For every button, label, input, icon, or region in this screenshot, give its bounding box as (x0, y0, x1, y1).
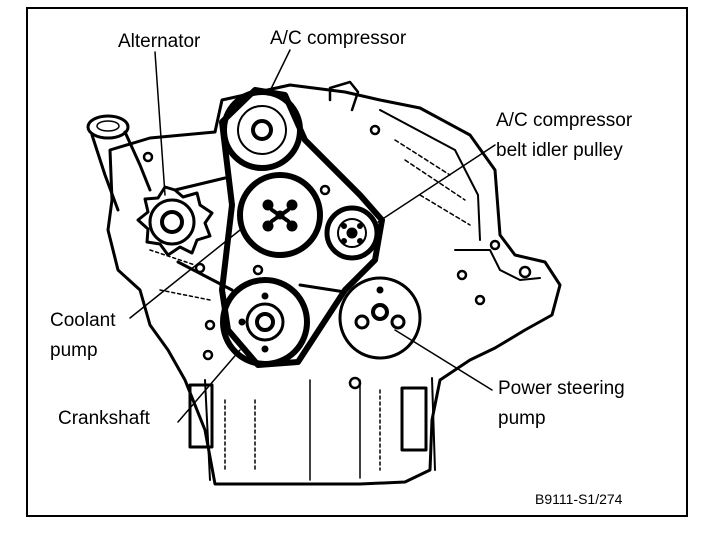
crankshaft-pulley (220, 277, 310, 367)
leader-alternator (154, 51, 166, 196)
leader-idler (377, 144, 496, 223)
belt-inner-line (173, 176, 347, 294)
label-coolant-line2: pump (50, 340, 98, 361)
label-alternator: Alternator (118, 31, 201, 52)
oil-pan-left-rib (188, 383, 214, 449)
leader-ac-compressor (267, 49, 291, 96)
oil-pan-right-rib (400, 386, 428, 452)
label-power-steering-line2: pump (498, 408, 546, 429)
label-idler-line2: belt idler pulley (496, 140, 623, 161)
alternator-pulley (136, 185, 214, 257)
power-steering-pulley (338, 276, 422, 360)
block-bolts (142, 124, 532, 390)
label-power-steering-line1: Power steering (498, 378, 625, 399)
oil-filler-cap (86, 114, 130, 140)
leader-crankshaft (177, 349, 241, 423)
leader-coolant (129, 229, 241, 319)
diagram-frame (26, 7, 688, 517)
leader-lines (129, 49, 496, 423)
figure-reference: B9111-S1/274 (535, 491, 623, 507)
label-ac-compressor: A/C compressor (270, 28, 407, 49)
leader-power-steering (394, 329, 493, 391)
oil-filler-tube (90, 130, 152, 212)
label-coolant-line1: Coolant (50, 310, 116, 331)
idler-pulley (324, 205, 380, 261)
ac-compressor-pulley (221, 89, 303, 171)
label-idler-line1: A/C compressor (496, 110, 633, 131)
label-crankshaft: Crankshaft (58, 408, 150, 429)
engine-block-outline (106, 83, 562, 486)
oil-pan-outline (204, 377, 436, 481)
coolant-pump-pulley (237, 172, 323, 258)
